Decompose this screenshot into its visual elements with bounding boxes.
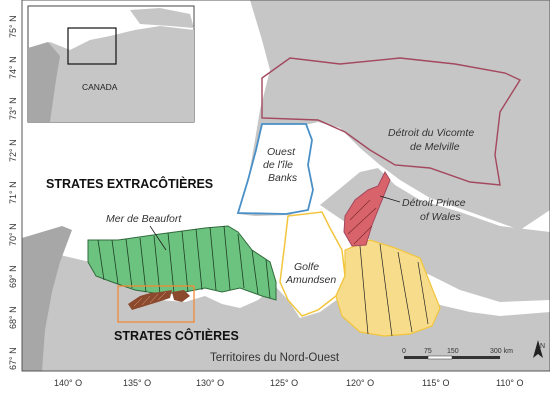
amundsen-hatch — [359, 243, 429, 337]
lon-axis: 140° O 135° O 130° O 125° O 120° O 115° … — [54, 378, 523, 388]
inset-canada-label: CANADA — [82, 82, 118, 92]
lat-tick: 73° N — [8, 97, 18, 120]
label-ouest-1: Ouest — [267, 146, 296, 158]
label-territoires: Territoires du Nord-Ouest — [210, 352, 340, 364]
label-vicomte-2: de Melville — [410, 141, 460, 153]
lon-tick: 125° O — [270, 378, 298, 388]
lon-tick: 115° O — [422, 378, 449, 388]
lat-tick: 71° N — [8, 181, 18, 204]
label-vicomte-1: Détroit du Vicomte — [388, 127, 474, 139]
stratum-ouest-banks — [236, 123, 314, 215]
inset-map — [27, 5, 195, 123]
land-west — [22, 226, 72, 371]
label-mer-beaufort: Mer de Beaufort — [106, 213, 182, 225]
lon-tick: 130° O — [196, 378, 224, 388]
scale-tick-2: 150 — [447, 348, 459, 355]
scale-tick-1: 75 — [424, 348, 432, 355]
lat-tick: 72° N — [8, 139, 18, 162]
stratum-amundsen — [335, 239, 441, 337]
coastal-strata — [128, 290, 190, 310]
lat-tick: 75° N — [8, 15, 18, 38]
coastal-box — [117, 285, 195, 323]
label-ouest-3: Banks — [268, 172, 298, 184]
north-arrow-icon: N — [533, 340, 545, 358]
label-ouest-2: de l'île — [263, 159, 293, 171]
svg-text:N: N — [540, 343, 545, 350]
scale-bar: 0 75 150 300 km — [402, 348, 513, 360]
coastal-hatch — [133, 291, 167, 307]
scale-tick-0: 0 — [402, 348, 406, 355]
lat-tick: 70° N — [8, 223, 18, 246]
stratum-vicomte-melville — [261, 57, 522, 186]
label-prince-2: of Wales — [420, 211, 461, 223]
label-amundsen-2: Amundsen — [285, 274, 336, 286]
lat-tick: 74° N — [8, 56, 18, 79]
prince-leader — [379, 195, 401, 203]
beaufort-hatch — [97, 225, 271, 299]
scale-end-label: 300 km — [490, 348, 513, 355]
lat-tick: 67° N — [8, 347, 18, 370]
label-prince-1: Détroit Prince — [402, 197, 466, 209]
lon-tick: 120° O — [346, 378, 374, 388]
lat-axis: 75° N 74° N 73° N 72° N 71° N 70° N 69° … — [8, 15, 18, 370]
map-frame — [21, 0, 550, 372]
mainland — [22, 250, 550, 371]
lon-tick: 110° O — [496, 378, 523, 388]
lon-tick: 135° O — [123, 378, 151, 388]
lat-tick: 69° N — [8, 265, 18, 288]
island-north — [238, 0, 550, 230]
stratum-amundsen-west — [279, 211, 346, 317]
beaufort-leader — [149, 225, 167, 251]
lon-tick: 140° O — [54, 378, 82, 388]
label-strates-cotieres: STRATES CÔTIÈRES — [114, 328, 239, 343]
label-strates-extracotieres: STRATES EXTRACÔTIÈRES — [46, 176, 213, 191]
prince-hatch — [347, 199, 377, 245]
label-amundsen-1: Golfe — [294, 261, 319, 273]
lat-tick: 68° N — [8, 306, 18, 329]
